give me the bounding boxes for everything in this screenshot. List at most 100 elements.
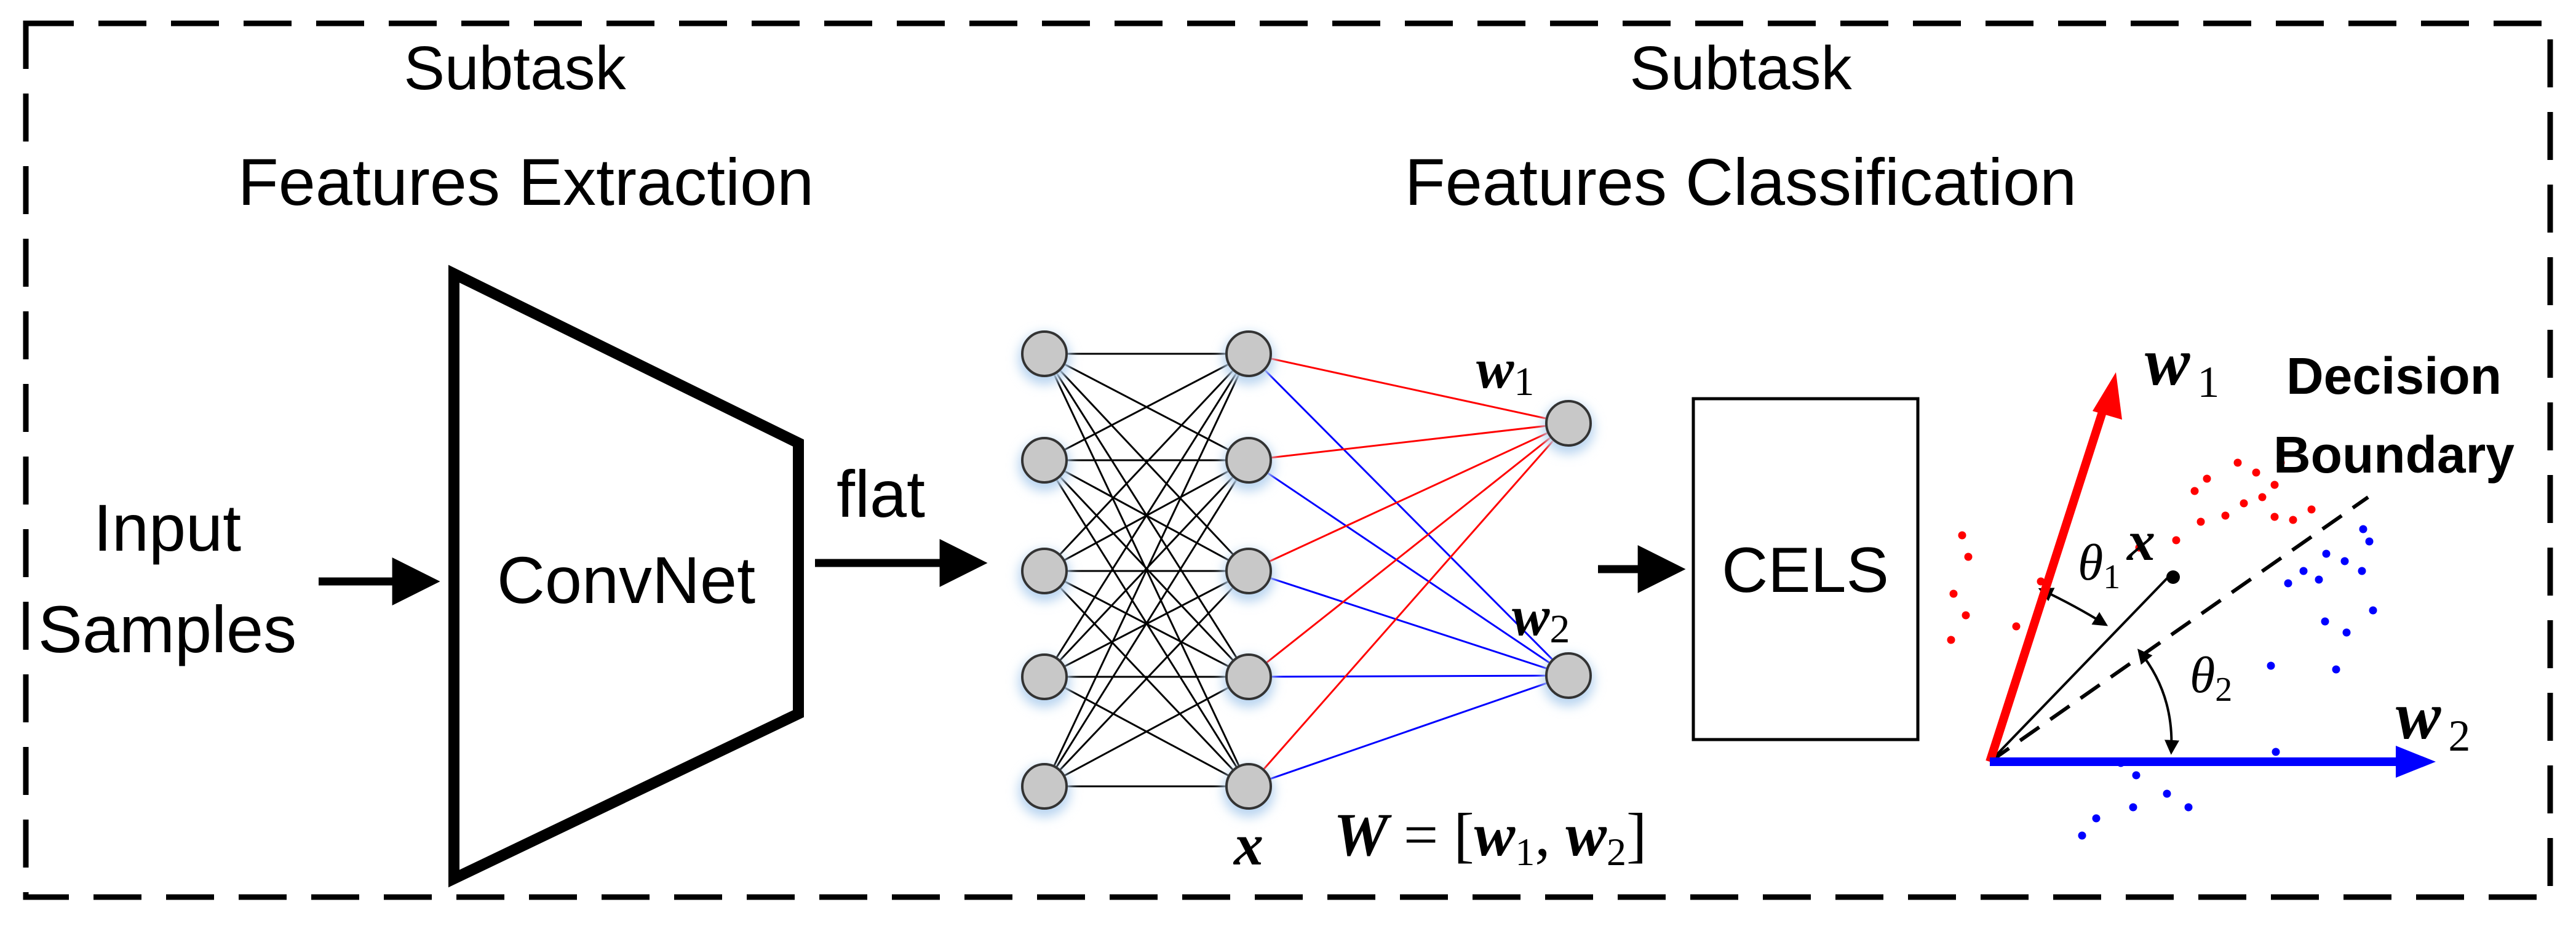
blue-sample-dot [2129,803,2137,812]
node-circle [1545,652,1592,699]
sample-dots [1947,458,2377,840]
red-sample-dot [2190,487,2199,495]
projection-line [1989,576,2169,763]
input-hidden-connection [1044,676,1249,788]
blue-sample-dot [2272,748,2280,756]
blue-sample-dot [2340,557,2349,565]
weight-matrix-formula: W = [w1, w2] [1334,800,1647,874]
input-hidden-connection [1043,570,1250,788]
theta1-label: θ1 [2078,534,2120,596]
cels-box [1691,397,1920,741]
hidden-to-w1-connection [1247,423,1570,787]
input-hidden-connection [1043,353,1250,787]
red-sample-dot [2258,493,2267,501]
red-sample-dot [1949,589,1958,598]
blue-sample-dot [2267,661,2275,670]
hidden-to-w1-connection [1248,353,1569,425]
blue-sample-dot [2365,537,2374,546]
node-circle [1225,330,1272,377]
flat-label: flat [837,457,925,531]
blue-sample-dot [2359,525,2367,533]
node-circle [1545,400,1592,447]
node-circle [1021,763,1068,810]
node-circle [1021,548,1068,594]
input-layer-node [1019,653,1070,708]
blue-sample-dot [2332,665,2340,674]
input-hidden-connection [1044,353,1249,461]
w1-weight-vector [1986,397,2111,764]
hidden-to-w1-connection [1248,422,1569,678]
red-sample-dot [2307,505,2316,514]
blue-sample-dot [2299,567,2308,575]
red-sample-dot [1947,636,1955,644]
input-hidden-connection [1043,460,1250,787]
red-sample-dot [1958,531,1966,540]
left-section-title: Features Extraction [238,145,814,219]
blue-sample-dot [2315,575,2323,584]
input-label-line2: Samples [38,592,296,666]
sample-point-x-label: x [2126,509,2155,572]
w2-arrowhead [2396,746,2436,778]
blue-sample-dot [2358,567,2366,575]
input-hidden-connection [1043,353,1250,572]
red-sample-dot [2289,516,2297,524]
red-sample-dot [2270,481,2279,489]
w1-arrowhead [2093,372,2122,420]
red-sample-dot [2240,499,2248,508]
input-layer-node [1019,763,1070,817]
red-sample-dot [2276,458,2285,467]
blue-sample-dot [2163,789,2171,798]
node-circle [1021,653,1068,700]
left-subtask-label: Subtask [403,34,626,103]
hidden-layer-node [1223,653,1274,708]
theta1-arc [2038,588,2109,626]
red-sample-dot [2196,517,2205,526]
right-section-title: Features Classification [1405,145,2077,219]
red-sample-dot [2203,474,2211,483]
red-sample-dot [1964,553,1973,561]
node-circle [1225,653,1272,700]
red-sample-dot [2270,513,2279,521]
network-nodes [1019,330,1594,817]
node-circle [1021,330,1068,377]
blue-sample-dot [2369,606,2377,615]
node-circle [1225,763,1272,810]
blue-sample-dot [2284,579,2292,588]
red-sample-dot [2233,458,2242,467]
node-circle [1021,437,1068,484]
convnet-trapezoid [448,265,804,888]
input-label-line1: Input [93,490,241,565]
sample-point-x [2166,570,2180,584]
right-subtask-label: Subtask [1629,34,1852,103]
blue-sample-dot [2342,628,2351,637]
blue-sample-dot [2322,549,2331,558]
cels-label: CELS [1722,535,1889,606]
red-sample-dot [1962,611,1970,620]
blue-sample-dot [2078,831,2086,840]
blue-sample-dot [2132,771,2141,780]
hidden-layer-node [1223,330,1274,385]
decision-boundary-line [1989,495,2369,764]
red-sample-dot [2221,511,2230,520]
network-connections [1043,353,1570,788]
input-hidden-connection [1043,353,1250,677]
output-node-w2 [1543,652,1594,706]
decision-boundary-label-line2: Boundary [2273,426,2514,484]
hidden-to-w2-connection [1248,674,1569,678]
output-node-w1 [1543,400,1594,454]
node-circle [1225,548,1272,594]
red-sample-dot [2135,543,2144,552]
theta2-arc [2137,649,2179,755]
red-sample-dot [2012,622,2021,631]
red-sample-dot [2172,536,2180,545]
red-sample-dot [2252,468,2260,477]
w1-output-label: w1 [1476,337,1534,404]
feature-vector-x-label: x [1233,812,1263,877]
node-circle [1225,437,1272,484]
hidden-to-w2-connection [1248,570,1569,677]
blue-sample-dot [2321,617,2329,626]
